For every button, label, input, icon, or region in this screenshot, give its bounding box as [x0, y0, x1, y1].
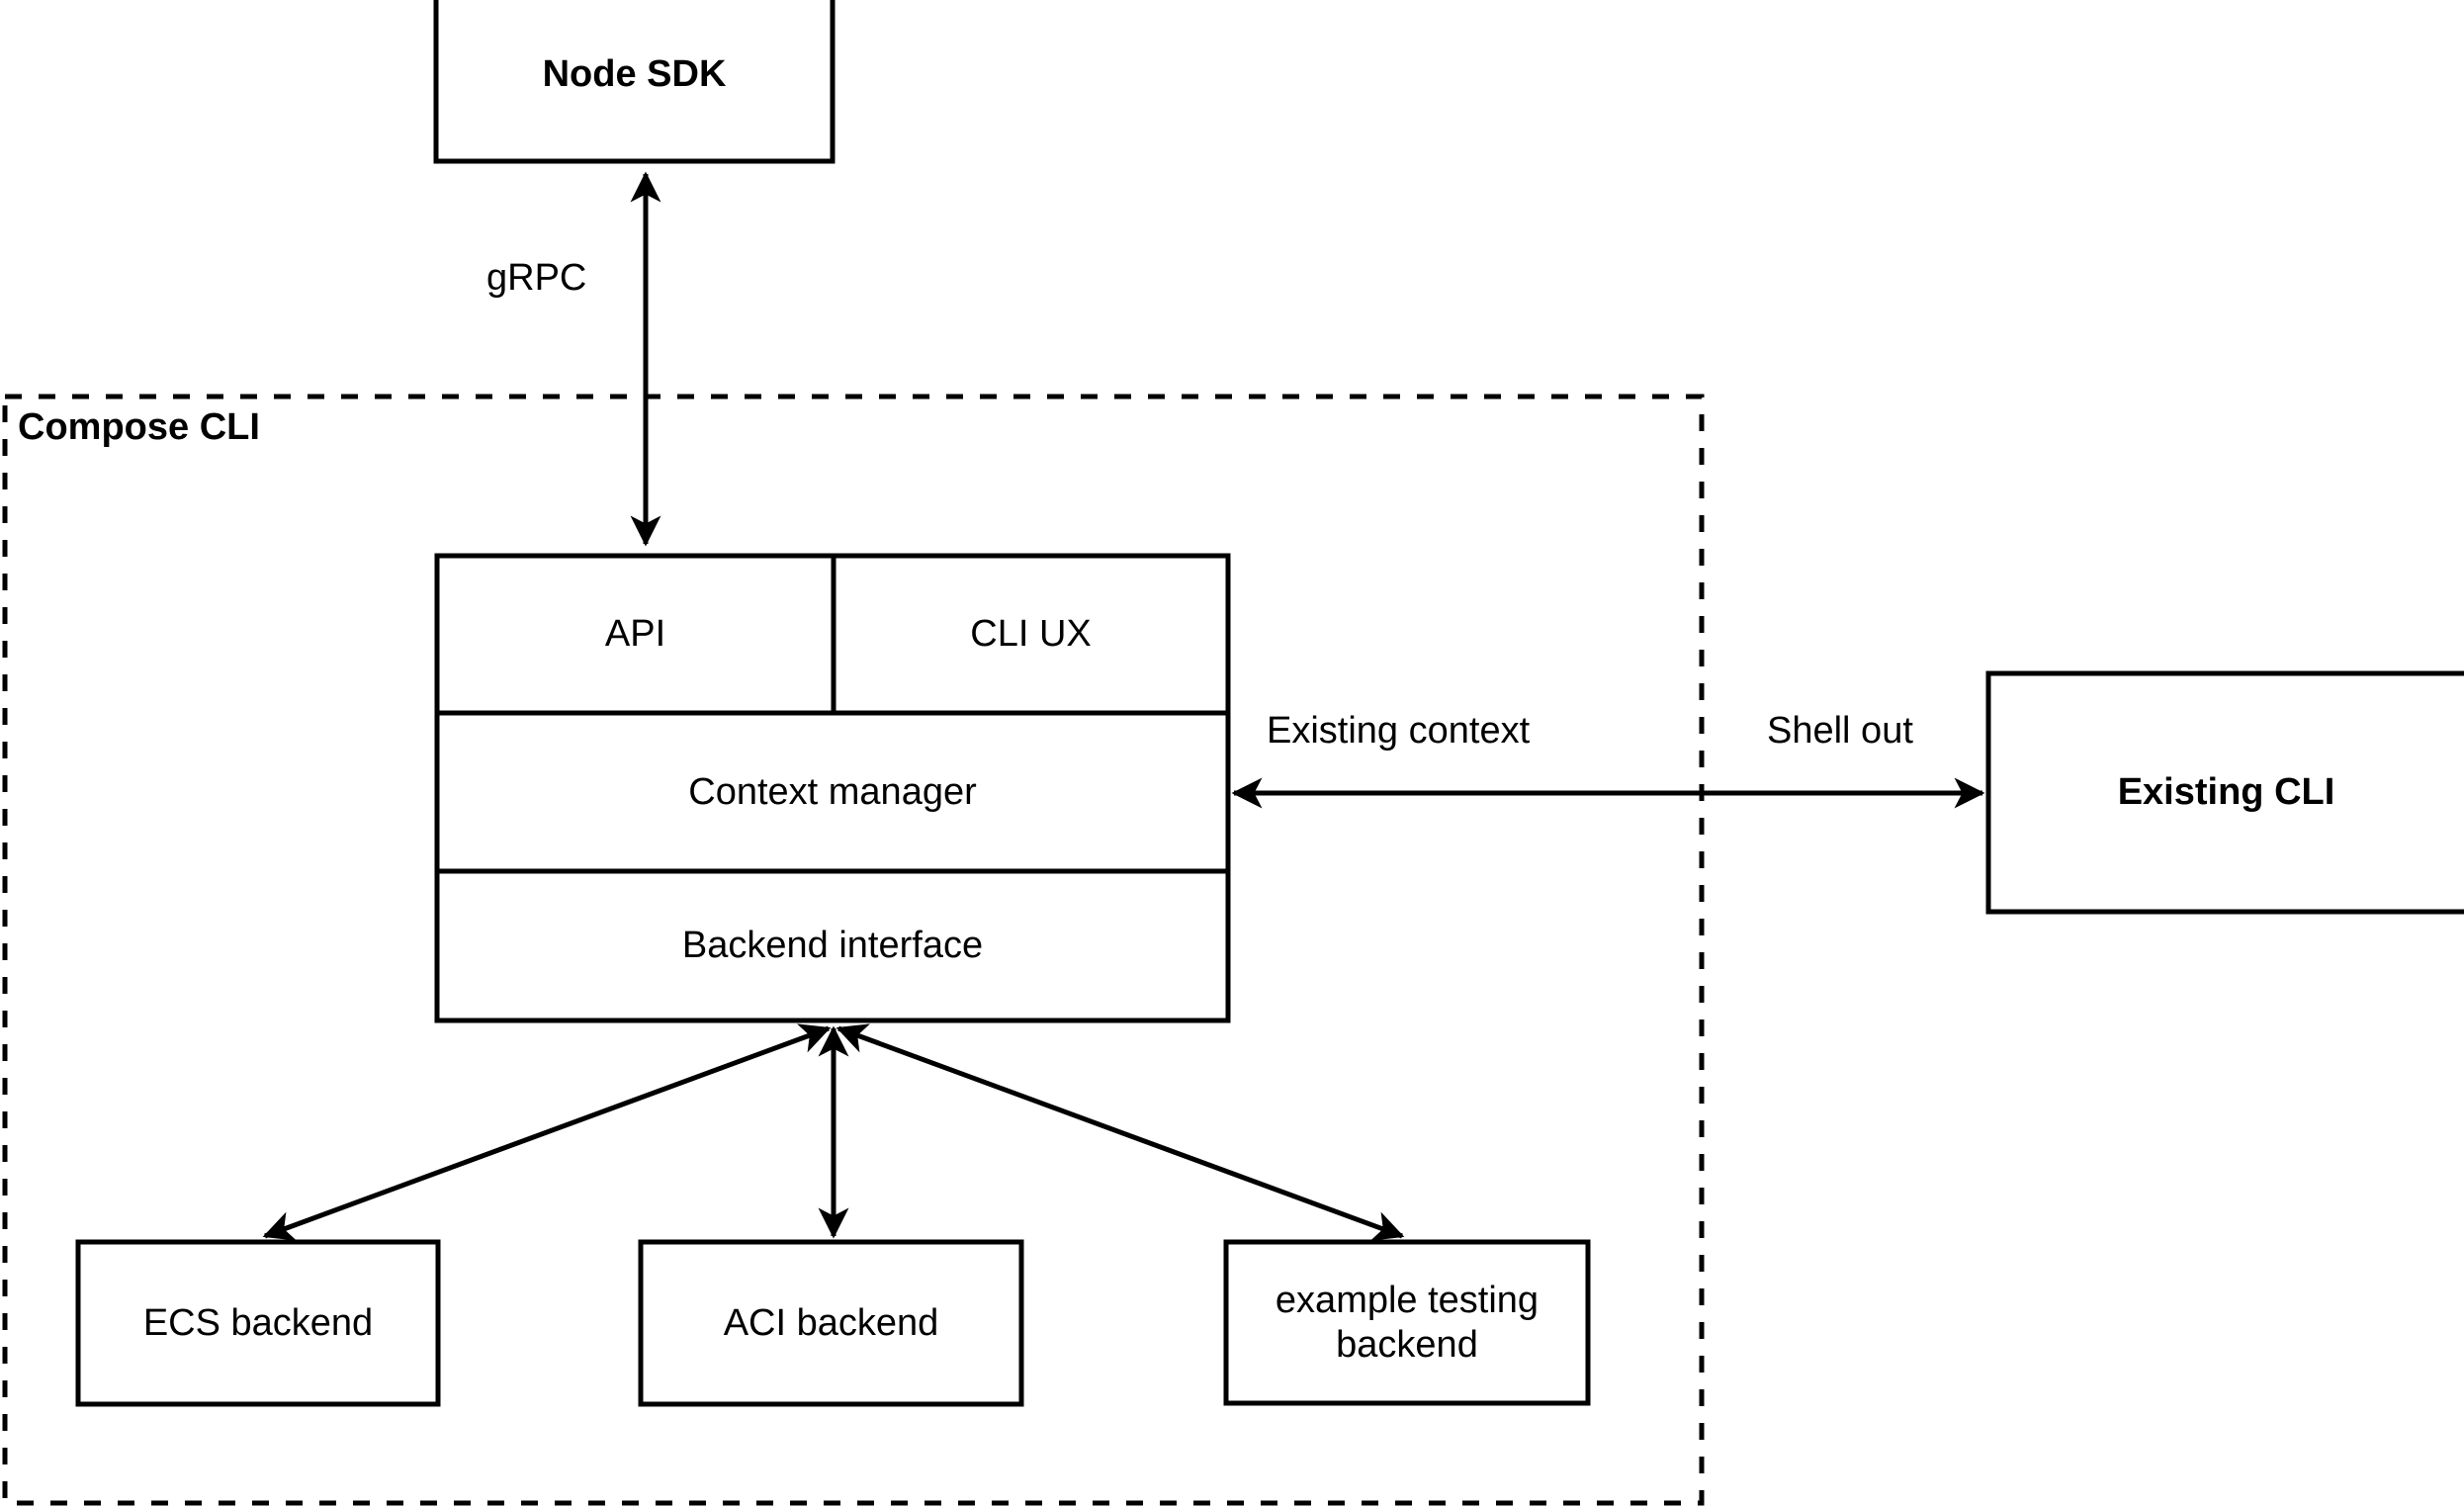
compose-cli-container-label: Compose CLI [18, 406, 260, 448]
existing-cli-box [1985, 670, 2464, 915]
shell-out-edge-label: Shell out [1767, 710, 1913, 752]
ecs-backend-box [75, 1239, 441, 1407]
node-sdk-box [433, 0, 836, 164]
aci-backend-box [638, 1239, 1024, 1407]
core-box-outline [434, 553, 1231, 1023]
example-testing-backend-box [1223, 1239, 1591, 1406]
existing-context-edge-label: Existing context [1267, 710, 1531, 752]
backend-to-example-connector [836, 1023, 1405, 1241]
backend-to-ecs-connector [262, 1023, 832, 1241]
grpc-edge-label: gRPC [486, 257, 587, 299]
compose-cli-container-border [2, 394, 1705, 1506]
